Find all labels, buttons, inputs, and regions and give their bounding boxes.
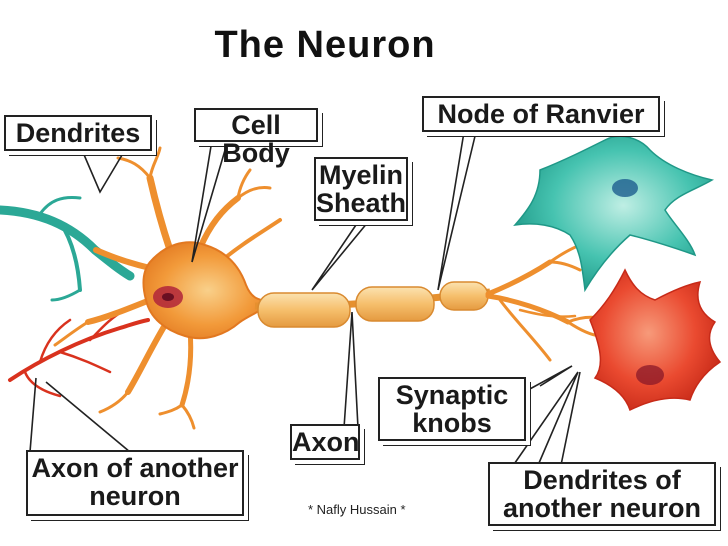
axon-terminals: [485, 244, 602, 362]
pointer-lines: [29, 131, 581, 471]
label-axon-text: Axon: [292, 427, 360, 457]
label-axon-of-another-neuron: Axon of another neuron: [26, 450, 244, 516]
teal-dendrite-left: [0, 196, 135, 302]
teal-nucleus: [612, 179, 638, 197]
cell-nucleolus: [162, 293, 174, 301]
red-axon-left: [8, 308, 150, 398]
label-dendrites-of-another-neuron: Dendrites of another neuron: [488, 462, 716, 526]
red-neuron-shape: [589, 268, 722, 412]
label-myelin-sheath: Myelin Sheath: [314, 157, 408, 221]
main-dendrites: [53, 146, 282, 430]
label-synaptic-line-2: knobs: [412, 408, 492, 439]
label-axon: Axon: [290, 424, 360, 460]
red-nucleus: [636, 365, 664, 385]
label-synaptic-line-1: Synaptic: [395, 380, 509, 410]
credit-text: * Nafly Hussain *: [308, 502, 406, 517]
teal-neuron-shape: [513, 135, 715, 293]
myelin-segments: [257, 281, 489, 328]
label-dendrites-another-line-1: Dendrites of: [523, 465, 681, 495]
page-title: The Neuron: [214, 24, 436, 66]
label-node-of-ranvier: Node of Ranvier: [422, 96, 660, 132]
cell-body-shape: [142, 241, 275, 340]
label-synaptic-knobs: Synaptic knobs: [378, 377, 526, 441]
label-axon-another-line-2: neuron: [89, 481, 181, 512]
label-myelin-line-2: Sheath: [316, 188, 407, 219]
label-cell-body-text: Cell Body: [222, 110, 290, 169]
label-node-of-ranvier-text: Node of Ranvier: [437, 99, 645, 129]
label-dendrites-text: Dendrites: [15, 118, 141, 148]
label-axon-another-line-1: Axon of another: [31, 453, 239, 483]
label-dendrites: Dendrites: [4, 115, 152, 151]
label-dendrites-another-line-2: another neuron: [502, 493, 701, 524]
label-myelin-line-1: Myelin: [318, 160, 404, 190]
label-cell-body: Cell Body: [194, 108, 318, 167]
